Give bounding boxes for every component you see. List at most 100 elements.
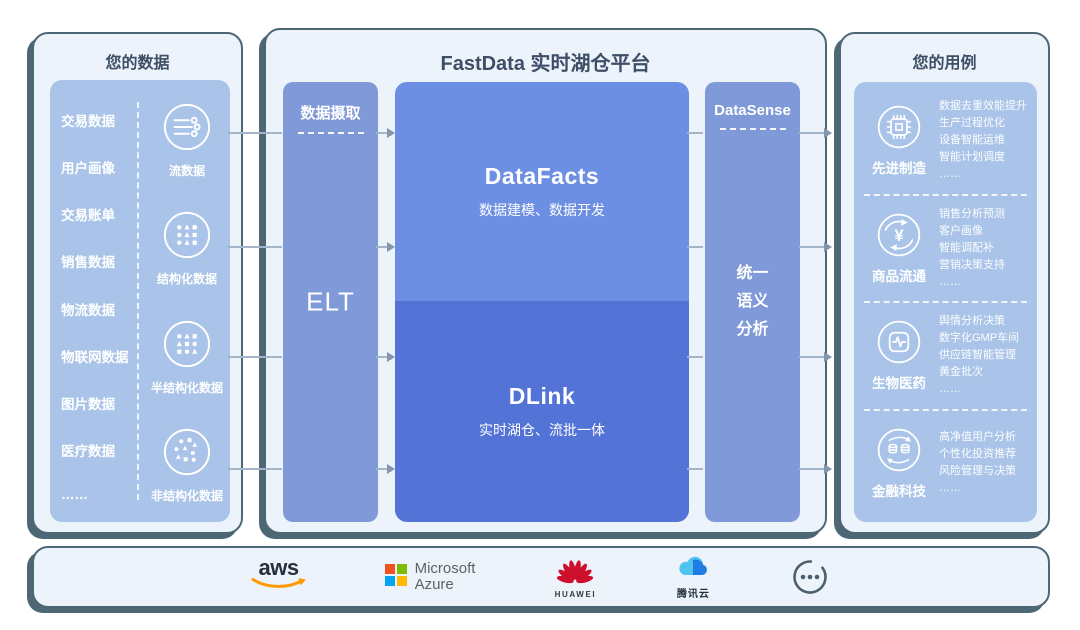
platform-title: FastData 实时湖仓平台 <box>440 53 651 75</box>
connector-arrow <box>387 352 395 362</box>
use-case-points: 高净值用户分析 个性化投资推荐 风险管理与决策 …… <box>939 429 1027 497</box>
connector-arrow <box>824 128 832 138</box>
use-case-commerce: ¥ 商品流通 销售分析预测 客户画像 智能调配补 营销决策支持 …… <box>864 196 1027 303</box>
connector-arrow <box>387 128 395 138</box>
use-case-point: …… <box>939 168 961 181</box>
unstructured-data-icon <box>162 427 212 482</box>
data-type-label: 结构化数据 <box>156 272 217 287</box>
data-type-stream: 流数据 <box>162 102 212 179</box>
datafacts-block: DataFacts 数据建模、数据开发 <box>395 82 689 301</box>
connector-line <box>687 132 703 134</box>
use-case-point: …… <box>939 275 961 288</box>
connector-line <box>228 468 282 470</box>
use-case-point: 销售分析预测 <box>939 207 1005 220</box>
data-type-label: 流数据 <box>168 164 205 178</box>
use-case-biomedicine: 生物医药 舆情分析决策 数字化GMP车间 供应链智能管理 黄金批次 …… <box>864 303 1027 411</box>
unified-semantic-analysis-label: 统一 语义 分析 <box>705 260 800 344</box>
use-case-head: 先进制造 <box>864 104 934 177</box>
chip-icon <box>876 104 922 155</box>
use-case-head: ¥ 商品流通 <box>864 212 934 285</box>
use-case-point: 数据去重效能提升 <box>939 100 1027 113</box>
dashed-divider <box>719 128 786 130</box>
use-case-point: 营销决策支持 <box>939 258 1005 271</box>
huawei-petals-icon <box>553 556 597 589</box>
connector-line <box>228 132 282 134</box>
data-type-unstructured: 非结构化数据 <box>151 427 223 504</box>
platform-panel: FastData 实时湖仓平台 数据摄取 ELT DataFacts 数据建模、… <box>264 28 827 534</box>
connector-line <box>376 132 389 134</box>
connector-arrow <box>824 242 832 252</box>
cloud-providers-bar: aws Microsoft Azure <box>32 546 1050 608</box>
data-source-item: 图片数据 <box>61 396 115 412</box>
data-source-item: 物流数据 <box>61 302 115 318</box>
pulse-icon <box>876 319 922 370</box>
use-cases-title: 您的用例 <box>912 55 977 72</box>
use-case-point: 黄金批次 <box>939 366 983 379</box>
data-ingest-label: 数据摄取 <box>300 105 361 122</box>
use-case-manufacturing: 先进制造 数据去重效能提升 生产过程优化 设备智能运维 智能计划调度 …… <box>864 88 1027 196</box>
data-type-label: 非结构化数据 <box>150 488 223 503</box>
microsoft-line: Microsoft <box>414 559 476 577</box>
connector-arrow <box>824 352 832 362</box>
data-source-item: 交易账单 <box>61 208 115 224</box>
dashed-divider <box>297 132 364 134</box>
dlink-title: DLink <box>508 383 576 409</box>
tencent-cloud-logo: 腾讯云 <box>675 555 711 600</box>
use-case-name: 生物医药 <box>872 376 926 392</box>
use-case-points: 销售分析预测 客户画像 智能调配补 营销决策支持 …… <box>939 206 1027 291</box>
svg-text:¥: ¥ <box>894 226 904 245</box>
use-case-fintech: 金融科技 高净值用户分析 个性化投资推荐 风险管理与决策 …… <box>864 411 1027 517</box>
yuan-circulation-icon: ¥ <box>876 212 922 263</box>
use-case-point: 客户画像 <box>939 224 983 237</box>
use-case-point: 生产过程优化 <box>939 117 1005 130</box>
connector-line <box>376 246 389 248</box>
connector-line <box>228 246 282 248</box>
dashed-divider <box>137 102 139 500</box>
datasense-label: DataSense <box>714 102 791 119</box>
data-sources-box: 交易数据 用户画像 交易账单 销售数据 物流数据 物联网数据 图片数据 医疗数据… <box>50 80 230 522</box>
data-source-item: 物联网数据 <box>61 349 129 365</box>
elt-label: ELT <box>306 286 355 317</box>
connector-line <box>799 468 825 470</box>
data-source-item: 销售数据 <box>61 255 115 271</box>
connector-line <box>799 246 825 248</box>
use-case-point: 风险管理与决策 <box>939 465 1016 478</box>
dlink-subtitle: 实时湖仓、流批一体 <box>479 422 605 438</box>
your-data-panel: 您的数据 交易数据 用户画像 交易账单 销售数据 物流数据 物联网数据 图片数据… <box>32 32 243 534</box>
use-case-point: 个性化投资推荐 <box>939 448 1016 461</box>
use-cases-panel: 您的用例 <box>839 32 1050 534</box>
use-case-point: 智能计划调度 <box>939 151 1005 164</box>
connector-line <box>376 356 389 358</box>
aws-logo: aws <box>251 554 307 596</box>
use-case-point: …… <box>939 482 961 495</box>
data-type-label: 半结构化数据 <box>150 380 223 395</box>
use-case-point: 设备智能运维 <box>939 134 1005 147</box>
use-case-name: 先进制造 <box>872 161 926 177</box>
connector-arrow <box>387 464 395 474</box>
aws-smile-icon <box>251 577 307 595</box>
huawei-wordmark: HUAWEI <box>554 589 597 599</box>
datasense-column: DataSense 统一 语义 分析 <box>705 82 800 522</box>
tencent-cloud-icon <box>675 555 711 584</box>
aws-wordmark: aws <box>258 554 300 580</box>
data-ingest-column: 数据摄取 ELT <box>283 82 378 522</box>
data-source-item: …… <box>61 487 88 502</box>
use-case-head: 金融科技 <box>864 427 934 500</box>
tencent-cloud-wordmark: 腾讯云 <box>676 588 710 600</box>
use-case-point: 高净值用户分析 <box>939 431 1016 444</box>
use-cases-box: 先进制造 数据去重效能提升 生产过程优化 设备智能运维 智能计划调度 …… ¥ <box>854 82 1037 522</box>
use-case-point: 供应链智能管理 <box>939 349 1016 362</box>
connector-line <box>799 356 825 358</box>
data-source-item: 用户画像 <box>61 161 115 177</box>
use-case-points: 舆情分析决策 数字化GMP车间 供应链智能管理 黄金批次 …… <box>939 313 1027 398</box>
connector-line <box>687 246 703 248</box>
semantic-line: 语义 <box>736 293 769 310</box>
data-type-column: 流数据 结构化数据 <box>147 102 227 504</box>
connector-line <box>376 468 389 470</box>
structured-data-icon <box>162 210 212 265</box>
use-case-point: 智能调配补 <box>939 241 994 254</box>
datafacts-subtitle: 数据建模、数据开发 <box>479 202 605 218</box>
database-sync-icon <box>876 427 922 478</box>
connector-line <box>687 356 703 358</box>
product-stack: DataFacts 数据建模、数据开发 DLink 实时湖仓、流批一体 <box>395 82 689 522</box>
